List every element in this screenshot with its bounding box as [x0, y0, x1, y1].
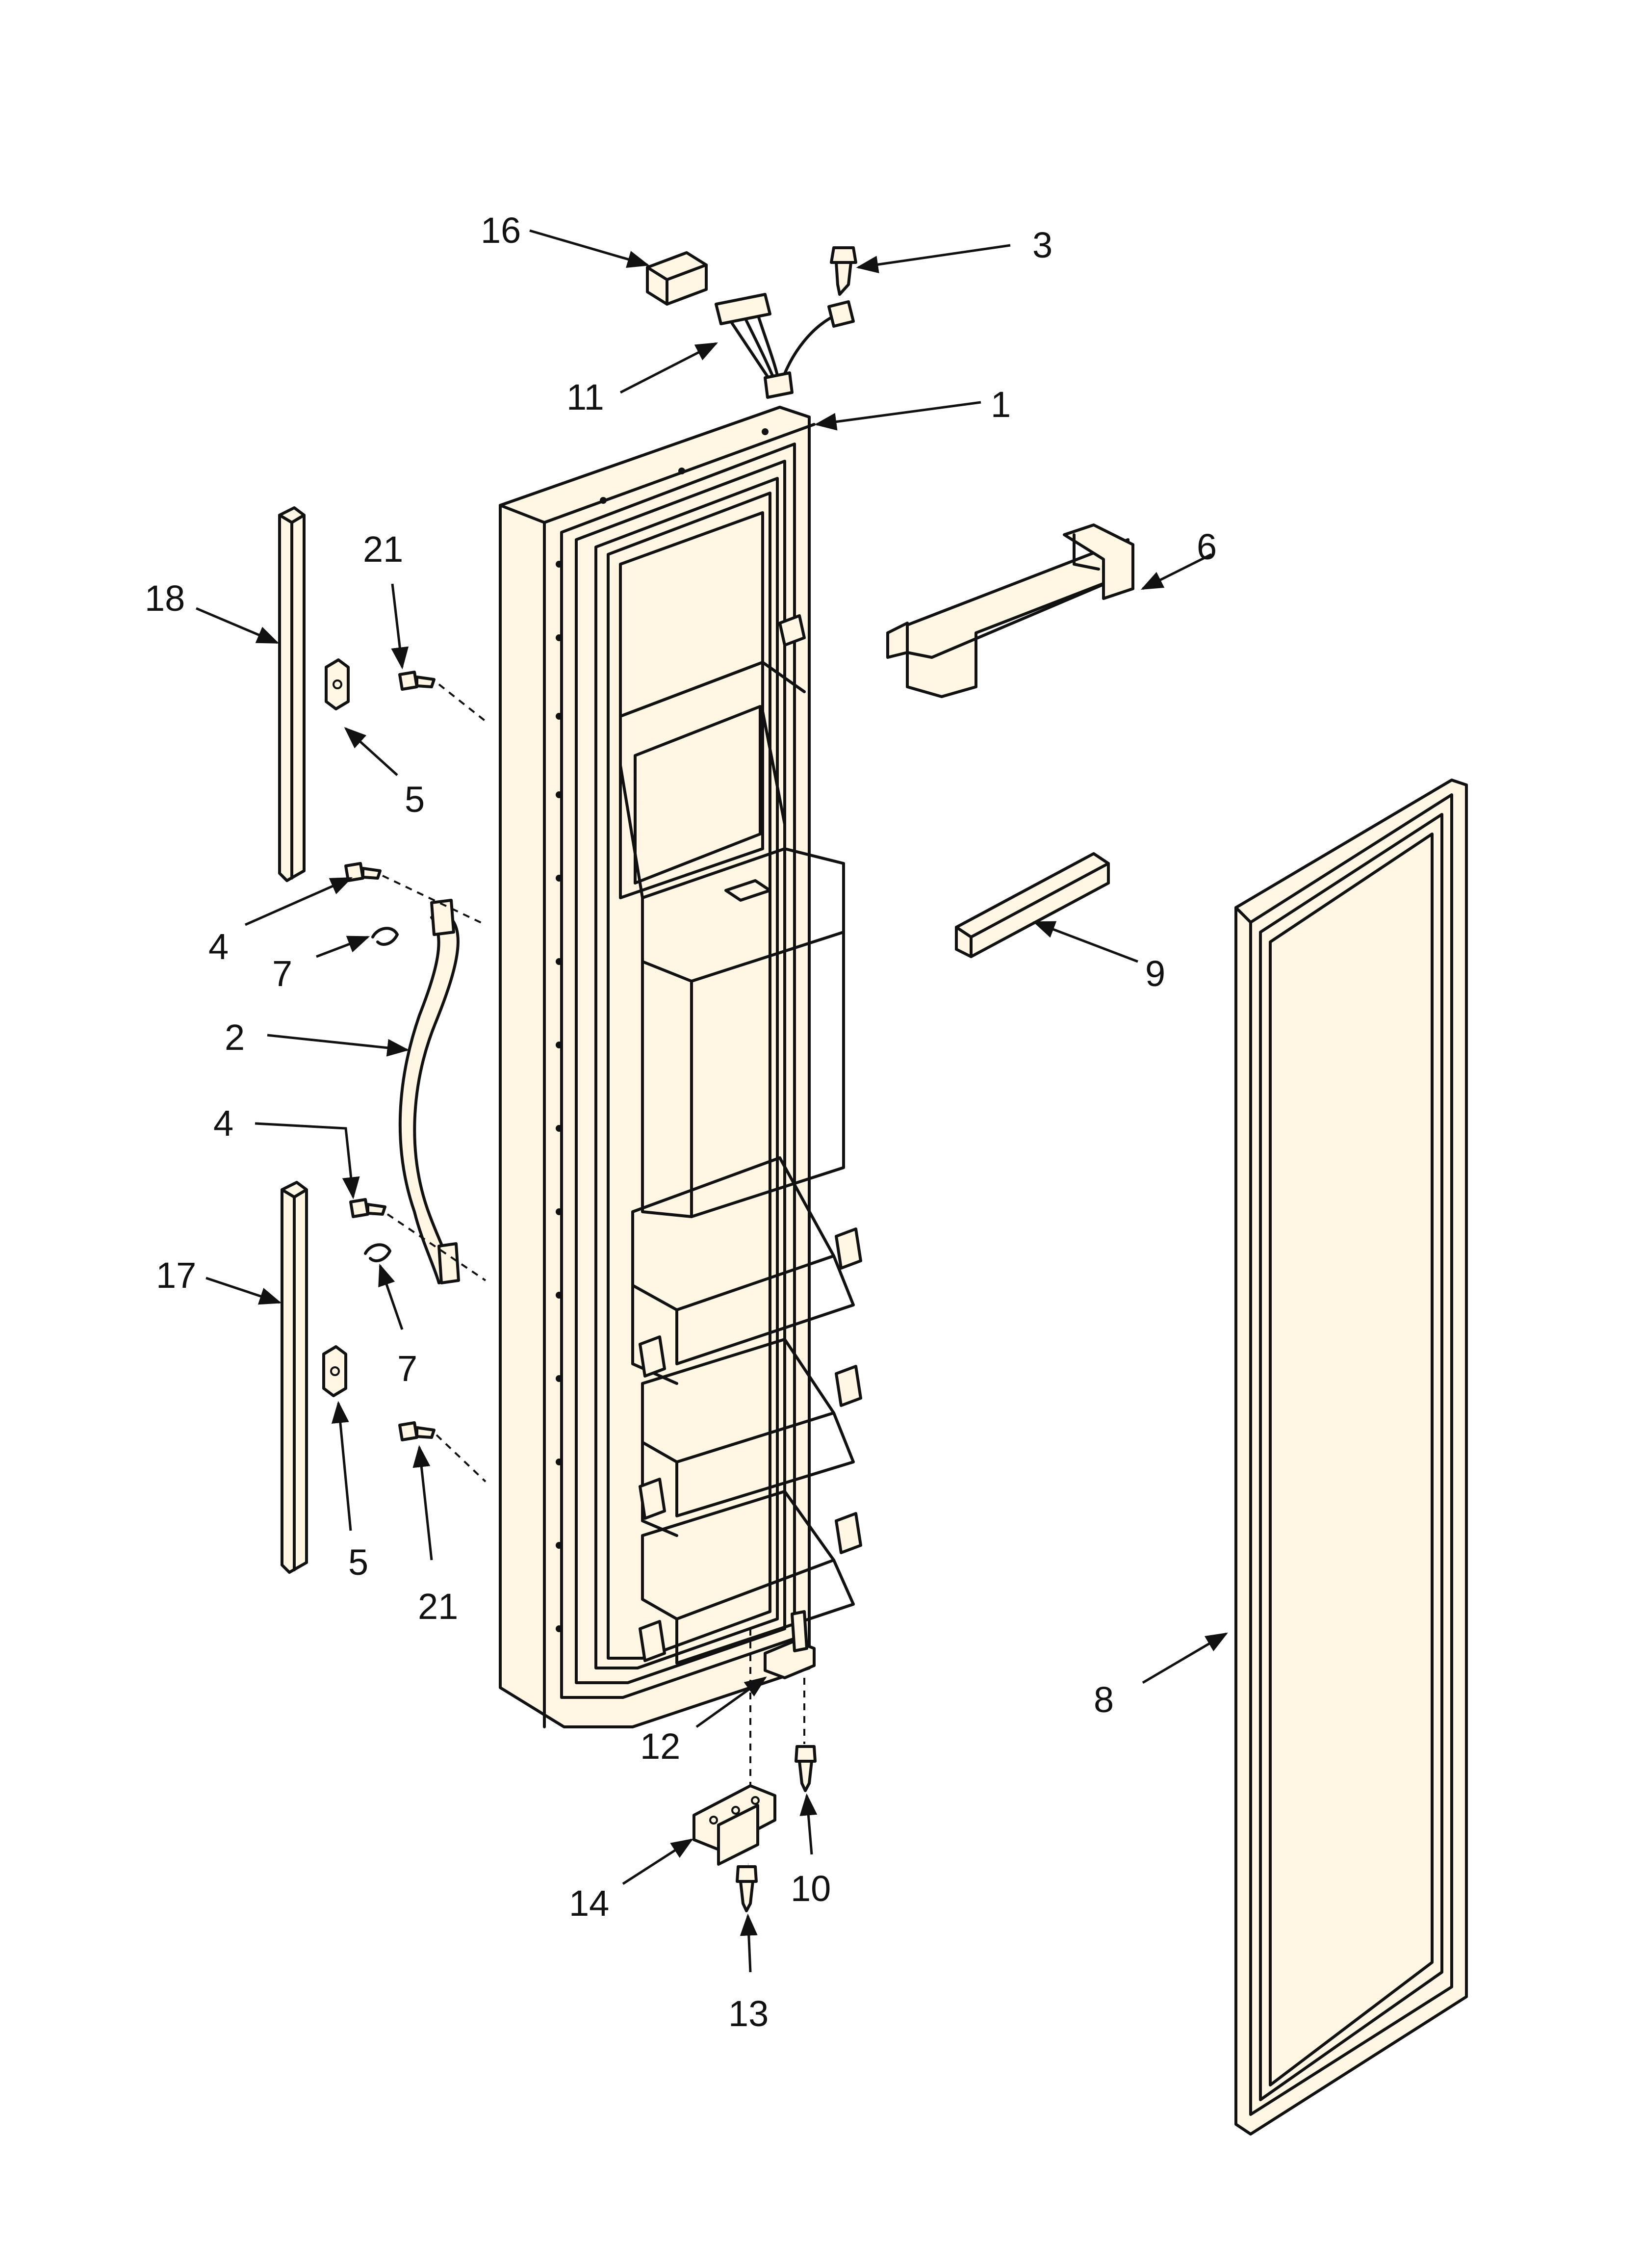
trim-18-part: [278, 506, 306, 882]
assembly-lines: [382, 683, 805, 1786]
door-panel-part: [499, 406, 862, 1728]
callout-7-lower: 7: [397, 1348, 417, 1389]
trim-17-part: [281, 1181, 308, 1574]
callout-2: 2: [225, 1017, 245, 1058]
door-handle-part: [398, 899, 460, 1284]
wire-harness-part: [715, 293, 855, 399]
callout-10: 10: [791, 1868, 831, 1909]
callout-11: 11: [566, 377, 604, 417]
hinge-part: [764, 1610, 816, 1679]
callout-9: 9: [1145, 953, 1165, 994]
clip-7a-part: [371, 927, 399, 946]
callout-7-upper: 7: [272, 953, 292, 994]
trim-strip-part: [955, 852, 1110, 958]
screw-4b-part: [349, 1198, 386, 1218]
clip-5a-part: [325, 658, 350, 710]
screw-10-part: [795, 1745, 817, 1792]
clip-5b-part: [322, 1345, 347, 1397]
screw-3-part: [830, 246, 857, 296]
callout-18: 18: [145, 578, 185, 619]
clip-7b-part: [364, 1243, 391, 1262]
hinge-plate-part: [693, 1784, 776, 1866]
screw-21a-part: [398, 671, 436, 691]
callout-4-upper: 4: [208, 926, 229, 967]
leader-lines: [196, 229, 1228, 1973]
door-shelf-bins: [631, 1156, 862, 1665]
callout-13: 13: [728, 1993, 769, 2034]
screw-holes: [556, 428, 769, 1632]
callout-8: 8: [1094, 1679, 1114, 1720]
callout-21-lower: 21: [418, 1586, 458, 1627]
wire-connector-part: [646, 251, 708, 306]
screw-13-part: [736, 1865, 758, 1912]
callout-17: 17: [156, 1255, 196, 1296]
callout-3: 3: [1032, 225, 1052, 265]
callout-16: 16: [481, 210, 521, 251]
door-gasket-part: [1234, 779, 1468, 2136]
callout-labels: 16 3 11 1 6 21 18 5 9 4 7 2 4 17 7 5 21 …: [145, 210, 1217, 2034]
callout-5-lower: 5: [348, 1542, 368, 1583]
callout-6: 6: [1197, 526, 1217, 567]
door-bin-part: [886, 523, 1134, 698]
screw-4a-part: [344, 862, 382, 882]
callout-1: 1: [991, 384, 1011, 425]
callout-5-upper: 5: [405, 779, 425, 820]
screw-21b-part: [398, 1421, 436, 1441]
callout-12: 12: [640, 1726, 680, 1767]
callout-4-lower: 4: [213, 1103, 233, 1144]
callout-14: 14: [569, 1883, 609, 1924]
callout-21-upper: 21: [363, 529, 403, 570]
